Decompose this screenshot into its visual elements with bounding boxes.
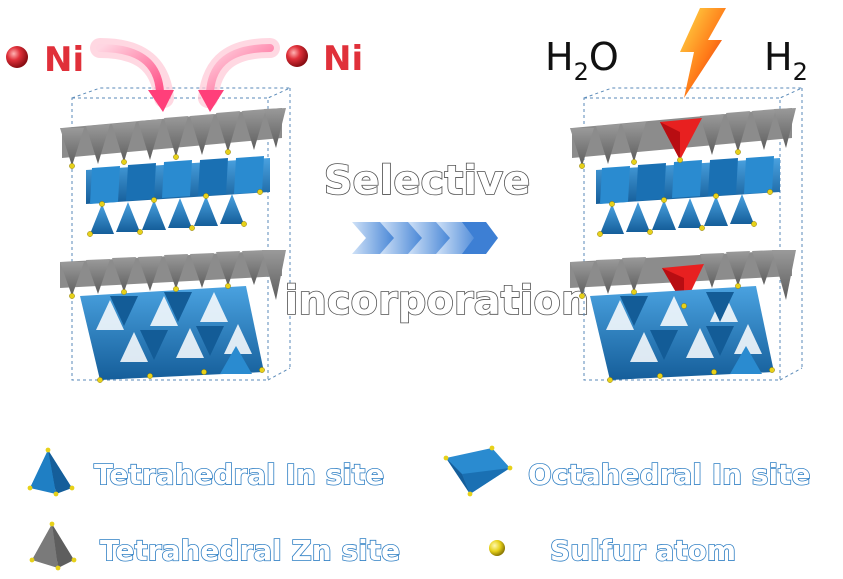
hydrogen-h: H [764,35,793,79]
grey-tetrahedron-icon [30,522,77,571]
water-h: H [545,35,574,79]
sulfur-atom-icon [489,540,505,556]
ni-label-right: Ni [323,39,363,79]
hydrogen-subscript: 2 [793,58,808,86]
in-octahedra-layer-left [86,156,270,204]
water-formula: H2O [545,35,619,86]
water-o: O [589,35,619,79]
lightning-bolt-icon [680,8,726,98]
legend-label-sulfur: Sulfur atom [550,534,736,567]
legend-sulfur: Sulfur atom [489,534,736,567]
hydrogen-formula: H2 [764,35,808,86]
in-tetrahedra-block-left [80,286,264,380]
process-arrow [352,222,498,254]
left-crystal-structure [60,88,290,383]
ni-insertion-arrow-left [100,48,174,112]
water-subscript: 2 [574,58,589,86]
legend-label-tetra-zn: Tetrahedral Zn site [100,534,400,567]
right-crystal-structure [570,88,802,383]
in-tetrahedra-block-right [590,286,774,380]
ni-atom-right: Ni [286,39,363,79]
legend-label-octa-in: Octahedral In site [528,458,810,491]
blue-octahedron-icon [444,446,513,497]
legend-octahedral-in: Octahedral In site [444,446,811,497]
ni-atom-left: Ni [6,40,84,80]
incorporation-label: incorporation [285,278,590,324]
blue-tetrahedron-icon [28,448,75,497]
ni-insertion-arrow-right [198,48,270,112]
ni-label-left: Ni [44,40,84,80]
legend-tetrahedral-zn: Tetrahedral Zn site [30,522,401,571]
in-octahedra-layer-right [596,156,780,204]
legend-tetrahedral-in: Tetrahedral In site [28,448,385,497]
selective-label: Selective [324,158,531,204]
legend: Tetrahedral In site Octahedral In site T… [28,446,811,571]
legend-label-tetra-in: Tetrahedral In site [94,458,384,491]
